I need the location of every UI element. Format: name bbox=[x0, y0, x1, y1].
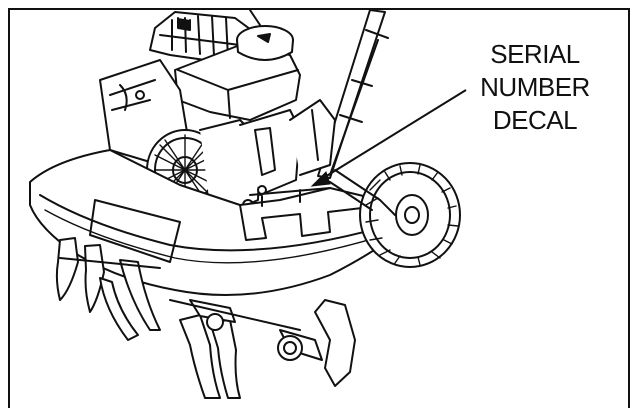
callout-arrowhead bbox=[312, 172, 330, 186]
callout-line-1: SERIAL bbox=[470, 38, 600, 71]
callout-line-3: DECAL bbox=[470, 104, 600, 137]
callout-line-2: NUMBER bbox=[470, 71, 600, 104]
serial-number-decal-label: SERIAL NUMBER DECAL bbox=[470, 38, 600, 137]
